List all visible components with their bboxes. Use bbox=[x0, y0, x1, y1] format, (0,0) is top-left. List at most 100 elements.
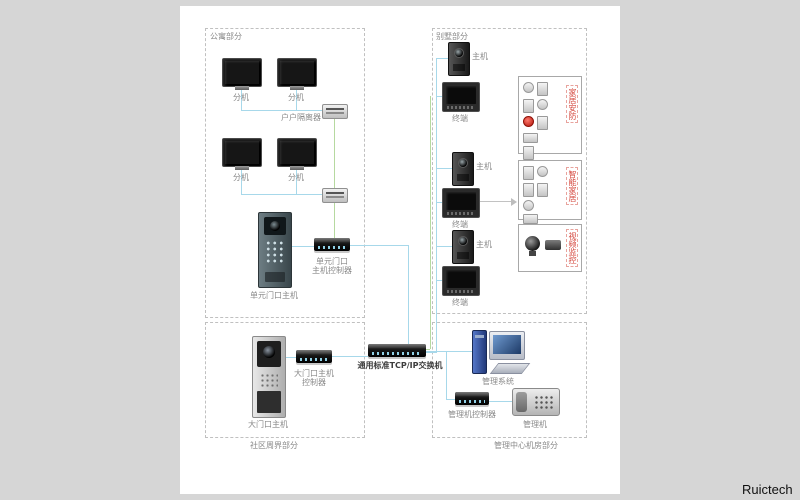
connection-line bbox=[334, 112, 335, 240]
apartment-section-frame bbox=[205, 28, 365, 318]
unit-controller-label-2: 主机控制器 bbox=[312, 266, 352, 275]
perimeter-section-frame bbox=[205, 322, 365, 438]
connection-line bbox=[436, 168, 452, 169]
connection-line bbox=[446, 399, 455, 400]
connection-line bbox=[241, 90, 242, 111]
connection-line bbox=[241, 194, 335, 195]
indoor-monitor-4 bbox=[277, 138, 317, 170]
villa-terminal-3 bbox=[442, 266, 480, 296]
tcp-ip-switch-label: 通用标准TCP/IP交换机 bbox=[357, 361, 443, 370]
connection-line bbox=[489, 401, 512, 402]
sensor-icon bbox=[537, 99, 548, 110]
apartment-section-label: 公寓部分 bbox=[210, 32, 242, 41]
floor-isolator-label: 户户隔离器 bbox=[281, 113, 321, 122]
management-phone bbox=[512, 388, 560, 416]
villa-section-label: 别墅部分 bbox=[436, 32, 468, 41]
sensor-icon bbox=[537, 116, 548, 130]
villa-section-frame bbox=[432, 28, 587, 314]
villa-terminal-1 bbox=[442, 82, 480, 112]
villa-terminal-3-label: 终端 bbox=[452, 298, 468, 307]
center-section-label: 管理中心机房部分 bbox=[494, 441, 558, 450]
villa-outdoor-host-3-label: 主机 bbox=[476, 240, 492, 249]
home-security-box: 家居安防 bbox=[518, 76, 582, 160]
floor-isolator-1 bbox=[322, 104, 348, 119]
device-icon bbox=[537, 166, 548, 177]
gate-panel bbox=[257, 391, 281, 413]
indoor-monitor-2 bbox=[277, 58, 317, 90]
indoor-monitor-1-label: 分机 bbox=[233, 93, 249, 102]
smart-home-box: 智能家居 bbox=[518, 160, 582, 224]
unit-door-station bbox=[258, 212, 292, 288]
management-controller-label: 管理机控制器 bbox=[448, 410, 496, 419]
home-security-label: 家居安防 bbox=[566, 85, 578, 123]
speaker-icon bbox=[265, 272, 285, 282]
video-monitor-box: 视频监控 bbox=[518, 224, 582, 272]
villa-outdoor-host-1 bbox=[448, 42, 470, 76]
connection-line bbox=[436, 58, 452, 59]
gate-keypad-icon bbox=[260, 373, 278, 387]
smart-home-icons bbox=[523, 166, 549, 224]
link-to-smart-home-line bbox=[480, 201, 512, 202]
gate-controller-label-2: 控制器 bbox=[302, 378, 326, 387]
gate-controller-label-1: 大门口主机 bbox=[294, 369, 334, 378]
connection-line bbox=[436, 58, 437, 353]
sensor-icon bbox=[523, 99, 534, 113]
door-camera-icon bbox=[264, 217, 286, 235]
device-icon bbox=[537, 183, 548, 197]
villa-outdoor-host-2 bbox=[452, 152, 474, 186]
connection-line bbox=[296, 170, 297, 195]
camera-icon bbox=[545, 240, 561, 250]
connection-line bbox=[290, 246, 314, 247]
device-icon bbox=[523, 166, 534, 180]
alarm-button-icon bbox=[523, 116, 534, 127]
connection-line bbox=[436, 246, 452, 247]
connection-line bbox=[408, 245, 409, 345]
connection-line bbox=[350, 245, 408, 246]
unit-controller-label-1: 单元门口 bbox=[316, 257, 348, 266]
gate-door-station bbox=[252, 336, 286, 418]
sensor-icon bbox=[523, 82, 534, 93]
floor-isolator-2 bbox=[322, 188, 348, 203]
villa-terminal-2 bbox=[442, 188, 480, 218]
indoor-monitor-2-label: 分机 bbox=[288, 93, 304, 102]
connection-line bbox=[241, 170, 242, 195]
unit-door-station-label: 单元门口主机 bbox=[250, 291, 298, 300]
indoor-monitor-3-label: 分机 bbox=[233, 173, 249, 182]
gate-door-controller bbox=[296, 350, 332, 363]
sensor-icon bbox=[523, 133, 538, 143]
villa-terminal-1-label: 终端 bbox=[452, 114, 468, 123]
management-controller bbox=[455, 392, 489, 405]
device-icon bbox=[523, 183, 534, 197]
connection-line bbox=[284, 357, 296, 358]
smart-home-label: 智能家居 bbox=[566, 167, 578, 205]
gate-door-station-label: 大门口主机 bbox=[248, 420, 288, 429]
connection-line bbox=[430, 96, 431, 349]
indoor-monitor-1 bbox=[222, 58, 262, 90]
unit-door-controller bbox=[314, 238, 350, 251]
device-icon bbox=[523, 214, 538, 224]
villa-outdoor-host-3 bbox=[452, 230, 474, 264]
gate-camera-icon bbox=[257, 341, 281, 367]
connection-line bbox=[426, 352, 436, 353]
connection-line bbox=[426, 351, 472, 352]
perimeter-section-label: 社区周界部分 bbox=[250, 441, 298, 450]
center-section-frame bbox=[432, 322, 587, 438]
management-phone-label: 管理机 bbox=[523, 420, 547, 429]
security-sensor-icons bbox=[523, 82, 549, 160]
arrow-right-icon bbox=[511, 198, 517, 206]
pc-tower bbox=[472, 330, 487, 374]
connection-line bbox=[332, 356, 368, 357]
pc-monitor bbox=[489, 331, 525, 360]
connection-line bbox=[426, 349, 430, 350]
sensor-icon bbox=[523, 146, 534, 160]
video-monitor-label: 视频监控 bbox=[566, 229, 578, 267]
indoor-monitor-3 bbox=[222, 138, 262, 170]
villa-outdoor-host-2-label: 主机 bbox=[476, 162, 492, 171]
villa-outdoor-host-1-label: 主机 bbox=[472, 52, 488, 61]
sensor-icon bbox=[537, 82, 548, 96]
brand-watermark: Ruictech bbox=[742, 482, 793, 497]
villa-terminal-2-label: 终端 bbox=[452, 220, 468, 229]
management-system-label: 管理系统 bbox=[482, 377, 514, 386]
connection-line bbox=[241, 110, 335, 111]
